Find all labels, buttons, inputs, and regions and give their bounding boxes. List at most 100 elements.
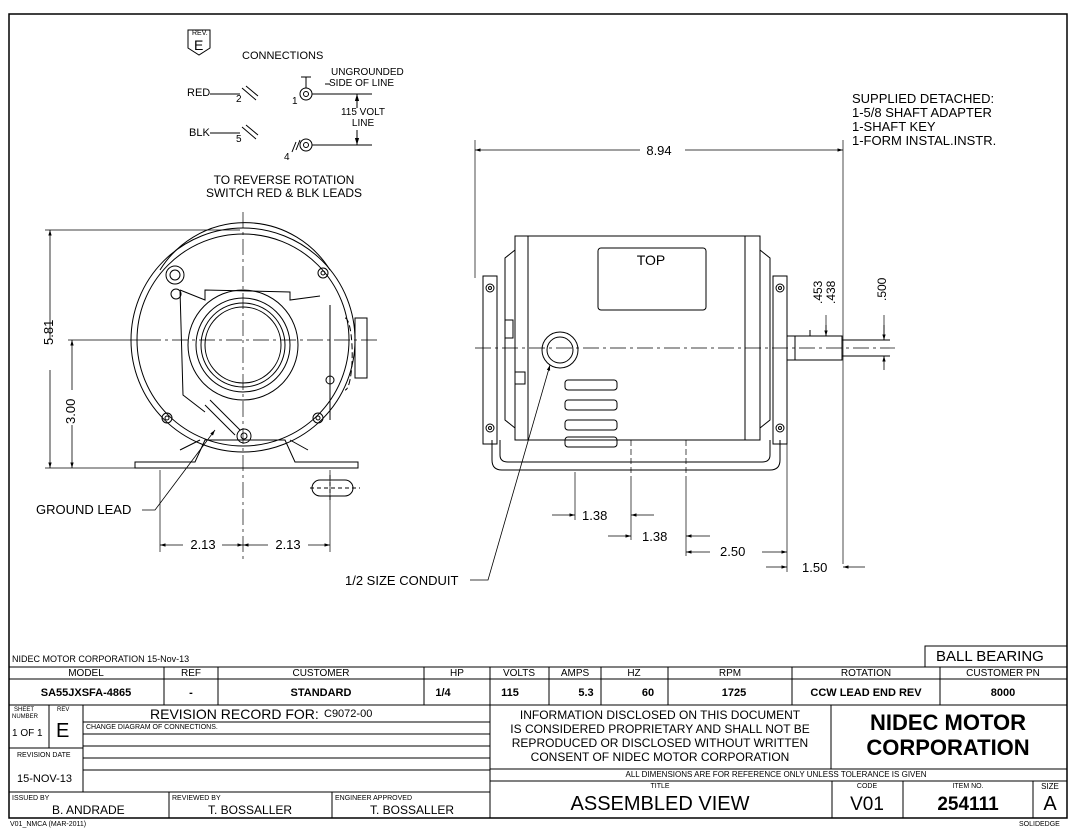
engineer-label: ENGINEER APPROVED <box>335 795 413 802</box>
notice-line2: IS CONSIDERED PROPRIETARY AND SHALL NOT … <box>510 722 810 736</box>
rev-value: E <box>194 37 204 53</box>
volt-line2: LINE <box>351 118 375 129</box>
hdr-hp: HP <box>450 668 464 679</box>
hdr-amps: AMPS <box>560 668 590 679</box>
notice-line1: INFORMATION DISCLOSED ON THIS DOCUMENT <box>519 708 801 722</box>
terminal-1-icon <box>299 87 313 101</box>
val-hp: 1/4 <box>435 687 451 699</box>
val-rpm: 1725 <box>721 687 747 699</box>
bearing-type: BALL BEARING <box>936 648 1044 665</box>
item-number: 254111 <box>937 794 999 815</box>
conduit-icon <box>541 331 579 369</box>
sheet-label-1: SHEET <box>14 707 35 713</box>
ungrounded-line2: SIDE OF LINE <box>329 78 395 89</box>
dim-overall-length: 8.94 <box>646 143 672 158</box>
sheet-label-2: NUMBER <box>12 714 39 720</box>
sheet-border <box>8 13 1068 819</box>
dim-shaft-d3: .500 <box>875 277 889 301</box>
rev-block-value: E <box>56 720 70 742</box>
dim-height: 5.81 <box>41 319 56 345</box>
supplied-line2: 1-5/8 SHAFT ADAPTER <box>852 105 992 120</box>
hdr-customer-pn: CUSTOMER PN <box>966 668 1040 679</box>
connection-diagram <box>187 29 372 153</box>
val-customer-pn: 8000 <box>990 687 1016 699</box>
revision-date: 15-NOV-13 <box>17 773 73 785</box>
dim-shaft-length: 1.50 <box>802 560 828 575</box>
size-value: A <box>1043 793 1057 815</box>
dim-mount-b: 1.38 <box>642 529 668 544</box>
form-code: V01_NMCA (MAR-2011) <box>10 821 87 828</box>
val-rotation: CCW LEAD END REV <box>810 687 922 699</box>
company-date: NIDEC MOTOR CORPORATION 15-Nov-13 <box>12 654 190 664</box>
hdr-customer: CUSTOMER <box>292 668 350 679</box>
item-label: ITEM NO. <box>952 783 984 790</box>
revision-date-label: REVISION DATE <box>17 752 71 759</box>
red-lead-label: RED <box>187 87 211 99</box>
terminal-4-icon <box>299 138 313 152</box>
dim-half-width-right: 2.13 <box>275 537 301 552</box>
software-tag: SOLIDEDGE <box>1019 821 1060 828</box>
dim-mount-c: 2.50 <box>720 544 746 559</box>
dim-shaft-d1: .453 <box>811 280 825 304</box>
hdr-model: MODEL <box>68 668 104 679</box>
dim-shaft-d2: .438 <box>824 280 838 304</box>
hdr-rpm: RPM <box>718 668 742 679</box>
connections-title: CONNECTIONS <box>242 50 324 62</box>
issued-by: B. ANDRADE <box>52 803 125 817</box>
end-view <box>45 212 380 560</box>
dim-shaft-height: 3.00 <box>63 398 78 424</box>
revision-record-value: C9072-00 <box>324 708 373 720</box>
hdr-hz: HZ <box>627 668 641 679</box>
side-view <box>470 140 895 581</box>
notice-line4: CONSENT OF NIDEC MOTOR CORPORATION <box>530 750 790 764</box>
reverse-line2: SWITCH RED & BLK LEADS <box>205 186 363 200</box>
terminal-4-label: 4 <box>284 152 290 163</box>
hdr-rotation: ROTATION <box>840 668 892 679</box>
val-ref: - <box>189 687 193 699</box>
hdr-ref: REF <box>181 668 201 679</box>
drawing-title: ASSEMBLED VIEW <box>570 793 750 815</box>
supplied-line4: 1-FORM INSTAL.INSTR. <box>852 133 997 148</box>
notice-line3: REPRODUCED OR DISCLOSED WITHOUT WRITTEN <box>511 736 809 750</box>
rev-block-label: REV <box>57 707 70 713</box>
conduit-label: 1/2 SIZE CONDUIT <box>345 573 459 588</box>
supplied-line3: 1-SHAFT KEY <box>852 119 936 134</box>
top-label-plate <box>597 247 707 311</box>
rev-shield-icon <box>187 29 211 56</box>
val-amps: 5.3 <box>578 687 594 699</box>
reviewed-by-label: REVIEWED BY <box>172 795 221 802</box>
rev-label: REV. <box>192 30 208 37</box>
corp-name-line2: CORPORATION <box>866 735 1030 760</box>
val-model: SA55JXSFA-4865 <box>40 687 132 699</box>
dim-mount-a: 1.38 <box>582 508 608 523</box>
volt-line1: 115 VOLT <box>340 107 386 118</box>
title-label: TITLE <box>650 783 670 790</box>
val-volts: 115 <box>501 687 519 699</box>
engineer: T. BOSSALLER <box>370 803 455 817</box>
blk-lead-label: BLK <box>189 127 210 139</box>
terminal-1-label: 1 <box>292 96 298 107</box>
dimension-note: ALL DIMENSIONS ARE FOR REFERENCE ONLY UN… <box>625 770 927 779</box>
hdr-volts: VOLTS <box>502 668 536 679</box>
sheet-value: 1 OF 1 <box>12 728 43 739</box>
code-label: CODE <box>856 783 878 790</box>
top-label: TOP <box>636 252 666 268</box>
terminal-5-label: 5 <box>236 134 242 145</box>
code-value: V01 <box>850 794 884 815</box>
val-hz: 60 <box>641 687 655 699</box>
issued-by-label: ISSUED BY <box>12 795 50 802</box>
title-block <box>9 645 1068 818</box>
ungrounded-line1: UNGROUNDED <box>331 67 404 78</box>
val-customer: STANDARD <box>290 687 352 699</box>
reviewed-by: T. BOSSALLER <box>208 803 293 817</box>
corp-name-line1: NIDEC MOTOR <box>869 710 1027 735</box>
supplied-line1: SUPPLIED DETACHED: <box>852 91 995 106</box>
reverse-line1: TO REVERSE ROTATION <box>213 173 355 187</box>
change-text: CHANGE DIAGRAM OF CONNECTIONS. <box>86 724 218 731</box>
terminal-2-label: 2 <box>236 94 242 105</box>
revision-record-label: REVISION RECORD FOR: <box>150 706 319 722</box>
ground-lead-label: GROUND LEAD <box>36 502 132 517</box>
size-label: SIZE <box>1041 782 1059 791</box>
dim-half-width-left: 2.13 <box>190 537 216 552</box>
